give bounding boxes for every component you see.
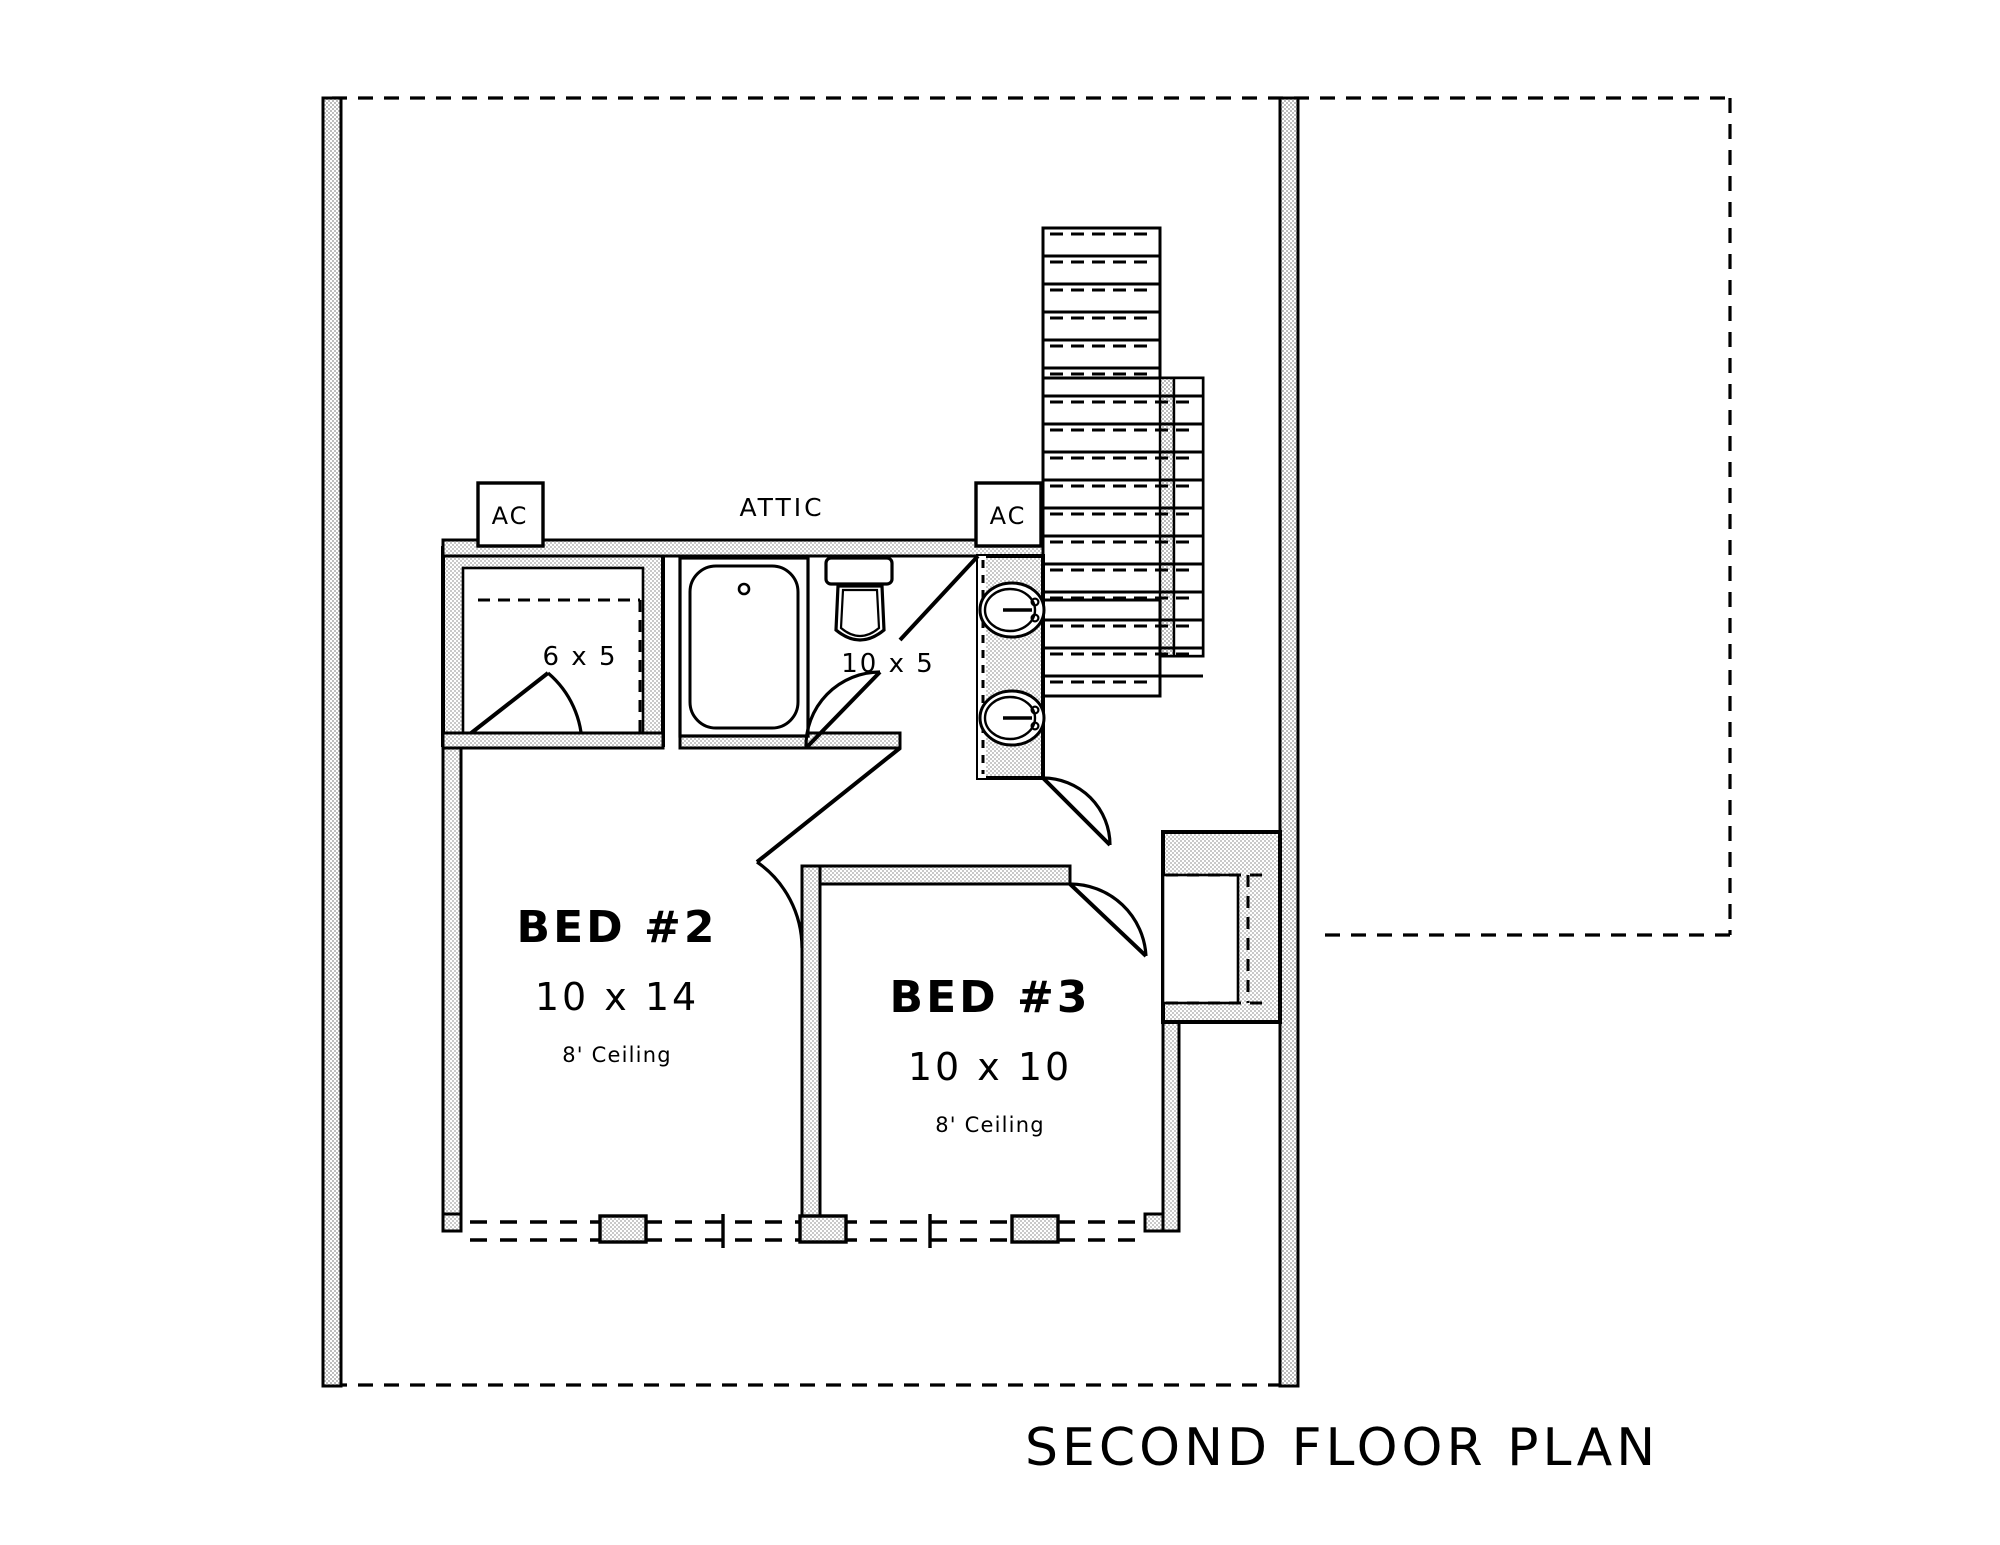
sink-lower-fixture xyxy=(978,689,1046,747)
attic-label: ATTIC xyxy=(739,493,824,522)
window-unit xyxy=(1010,1214,1060,1244)
ac-unit-left: AC xyxy=(476,481,545,548)
closet-bed2 xyxy=(441,546,665,750)
ac-unit-right: AC xyxy=(974,481,1043,548)
window-unit xyxy=(598,1214,648,1244)
closet-bed3 xyxy=(1161,830,1282,1024)
window-unit xyxy=(798,1214,848,1244)
bathtub-fixture xyxy=(678,556,810,738)
closet-bed2-dimensions-label: 6 x 5 xyxy=(543,642,618,672)
bottom-knee-wall xyxy=(470,1212,1165,1248)
bed2-dimensions-label: 10 x 14 xyxy=(535,975,699,1019)
bed3-ceiling-label: 8' Ceiling xyxy=(935,1113,1045,1137)
ac-right-label: AC xyxy=(990,502,1027,530)
bathroom xyxy=(441,538,1045,750)
exterior-wall-left xyxy=(321,96,343,1388)
bed2-name-label: BED #2 xyxy=(517,902,718,953)
bed3-dimensions-label: 10 x 10 xyxy=(908,1045,1072,1089)
bathroom-dimensions-label: 10 x 5 xyxy=(841,649,935,679)
ac-left-label: AC xyxy=(492,502,529,530)
plan-title: SECOND FLOOR PLAN xyxy=(1025,1418,1659,1478)
landing-wall-right xyxy=(1041,776,1112,847)
room-bed2 xyxy=(441,746,822,1233)
roof-outline xyxy=(332,96,1732,1387)
sink-upper-fixture xyxy=(978,581,1046,639)
exterior-wall-right xyxy=(1278,96,1300,1388)
vanity-alcove xyxy=(976,554,1046,780)
toilet-fixture xyxy=(824,556,894,642)
staircase xyxy=(1041,226,1205,698)
bed3-name-label: BED #3 xyxy=(890,972,1091,1023)
bed2-ceiling-label: 8' Ceiling xyxy=(562,1043,672,1067)
hall-wall-diagonal-right xyxy=(898,554,980,642)
bathroom-door-left xyxy=(804,670,882,750)
